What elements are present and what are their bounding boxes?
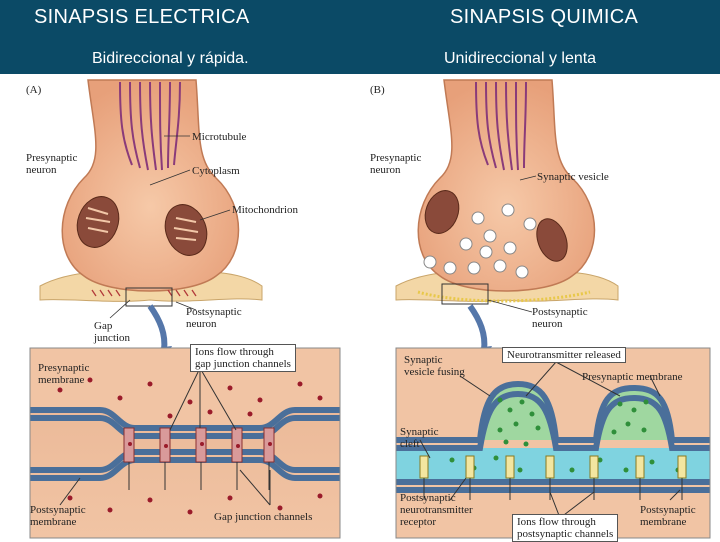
synaptic-vesicle-label: Synaptic vesicle: [537, 171, 609, 183]
left-subtitle: Bidireccional y rápida.: [92, 50, 249, 67]
right-title: SINAPSIS QUIMICA: [450, 6, 639, 28]
gap-junction-marks: [91, 289, 197, 297]
panel-b-inset: [395, 347, 711, 539]
mitochondrion-label: Mitochondrion: [232, 204, 298, 216]
title-bar: [0, 0, 720, 74]
cytoplasm-label: Cytoplasm: [192, 165, 240, 177]
neurotransmitter-dots: [421, 397, 681, 473]
panel-b-presynaptic-membrane-label: Presynaptic membrane: [582, 371, 683, 383]
neurotransmitter-released-label: Neurotransmitter released: [502, 347, 626, 363]
zoom-arrow-icon: [147, 304, 168, 351]
microtubule-label: Microtubule: [192, 131, 247, 143]
zoom-arrow-icon: [467, 304, 488, 351]
panel-a-inset: [29, 347, 341, 539]
mitochondrion-icon: [424, 190, 568, 262]
synaptic-vesicle-icon: [423, 203, 537, 279]
right-subtitle: Unidireccional y lenta: [444, 50, 597, 67]
ion-dots: [57, 377, 323, 515]
left-title: SINAPSIS ELECTRICA: [34, 6, 250, 28]
gap-junction-channels-label: Gap junction channels: [214, 511, 313, 523]
microtubule-icon: [119, 81, 181, 171]
mitochondrion-icon: [76, 196, 208, 256]
gap-junction-highlight: [125, 287, 173, 307]
panel-b-tag: (B): [370, 84, 385, 96]
panel-a-tag: (A): [26, 84, 42, 96]
